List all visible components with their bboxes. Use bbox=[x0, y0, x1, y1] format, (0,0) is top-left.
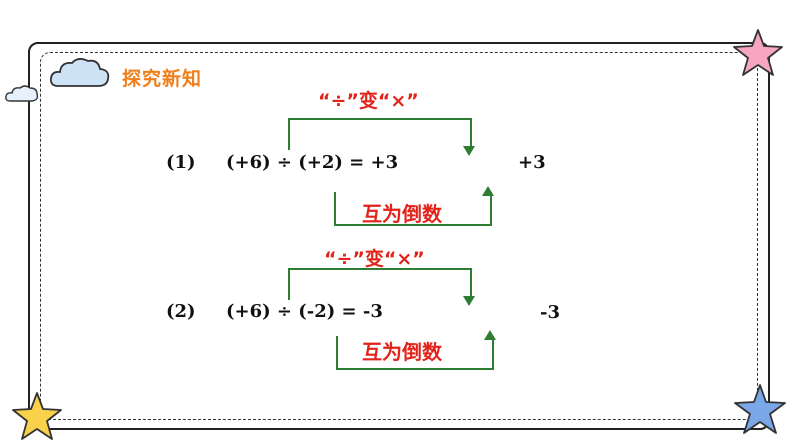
blue-star-icon bbox=[734, 384, 786, 434]
divide-to-multiply-label-2: “÷”变“×” bbox=[324, 248, 425, 270]
expression-1: (+6) ÷ (+2) = +3 bbox=[226, 152, 399, 173]
bottom-bracket-1 bbox=[334, 192, 492, 226]
expression-2: (+6) ÷ (-2) = -3 bbox=[226, 301, 383, 322]
top-bracket-2 bbox=[288, 268, 472, 300]
divide-to-multiply-label-1: “÷”变“×” bbox=[318, 90, 419, 112]
reciprocal-label-1: 互为倒数 bbox=[362, 202, 442, 226]
row-number-1: (1) bbox=[166, 152, 196, 173]
result-1: +3 bbox=[518, 152, 546, 173]
inner-dashed-frame bbox=[40, 52, 758, 420]
cloud-icon bbox=[49, 58, 110, 87]
reciprocal-label-2: 互为倒数 bbox=[362, 340, 442, 364]
pink-star-icon bbox=[733, 29, 783, 76]
small-cloud-icon bbox=[5, 85, 39, 102]
section-title: 探究新知 bbox=[122, 68, 203, 90]
result-2: -3 bbox=[540, 302, 560, 323]
row-number-2: (2) bbox=[166, 301, 196, 322]
bottom-bracket-2 bbox=[336, 336, 494, 370]
arrow-up-icon bbox=[482, 186, 494, 196]
arrow-up-icon bbox=[484, 330, 496, 340]
yellow-star-icon bbox=[12, 392, 62, 440]
top-bracket-1 bbox=[288, 118, 472, 150]
outer-frame bbox=[28, 42, 770, 430]
arrow-down-icon bbox=[463, 296, 475, 306]
arrow-down-icon bbox=[463, 146, 475, 156]
